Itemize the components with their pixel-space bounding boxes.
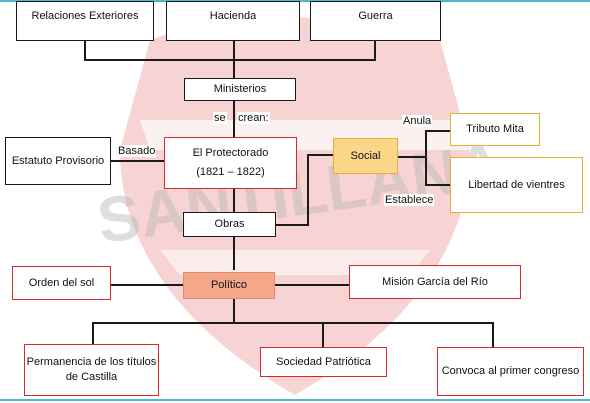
connector xyxy=(92,322,494,324)
node-orden-del-sol: Orden del sol xyxy=(12,266,111,300)
connector xyxy=(307,154,333,156)
connector xyxy=(233,188,235,212)
connector xyxy=(275,224,308,226)
node-social: Social xyxy=(333,138,398,174)
node-hacienda: Hacienda xyxy=(166,1,300,41)
node-convoca-primer-congreso: Convoca al primer congreso xyxy=(437,347,584,396)
bottom-border xyxy=(0,399,590,401)
label-establece: Establece xyxy=(384,194,435,206)
connector xyxy=(425,130,427,186)
node-obras: Obras xyxy=(183,212,276,237)
node-estatuto-provisorio: Estatuto Provisorio xyxy=(5,137,111,185)
node-libertad-de-vientres: Libertad de vientres xyxy=(450,157,583,213)
connector xyxy=(233,236,235,270)
node-sociedad-patriotica: Sociedad Patriótica xyxy=(260,347,387,377)
node-el-protectorado: El Protectorado (1821 – 1822) xyxy=(164,137,297,189)
node-mision-garcia-del-rio: Misión García del Río xyxy=(349,265,521,299)
connector xyxy=(307,154,309,226)
connector xyxy=(374,40,376,60)
label-crean: crean: xyxy=(237,112,270,124)
connector xyxy=(233,299,235,323)
connector xyxy=(233,100,235,138)
connector xyxy=(275,284,349,286)
connector xyxy=(92,322,94,344)
node-politico: Político xyxy=(183,272,275,299)
connector xyxy=(233,60,235,79)
connector xyxy=(111,160,165,162)
connector xyxy=(492,322,494,347)
connector xyxy=(84,59,376,61)
label-anula: Anula xyxy=(402,115,433,127)
node-ministerios: Ministerios xyxy=(184,78,296,101)
node-tributo-mita: Tributo Mita xyxy=(450,113,540,146)
label-se: se xyxy=(213,112,227,124)
protectorado-dates: (1821 – 1822) xyxy=(196,166,265,178)
node-relaciones-exteriores: Relaciones Exteriores xyxy=(16,1,154,41)
connector xyxy=(398,156,426,158)
connector xyxy=(425,130,450,132)
connector xyxy=(425,184,450,186)
protectorado-title: El Protectorado xyxy=(192,147,269,160)
node-guerra: Guerra xyxy=(310,1,441,41)
connector xyxy=(111,284,183,286)
label-basado: Basado xyxy=(117,145,157,157)
connector xyxy=(84,40,86,60)
node-permanencia-titulos: Permanencia de los títulos de Castilla xyxy=(24,344,159,396)
connector xyxy=(233,40,235,60)
connector xyxy=(322,322,324,347)
